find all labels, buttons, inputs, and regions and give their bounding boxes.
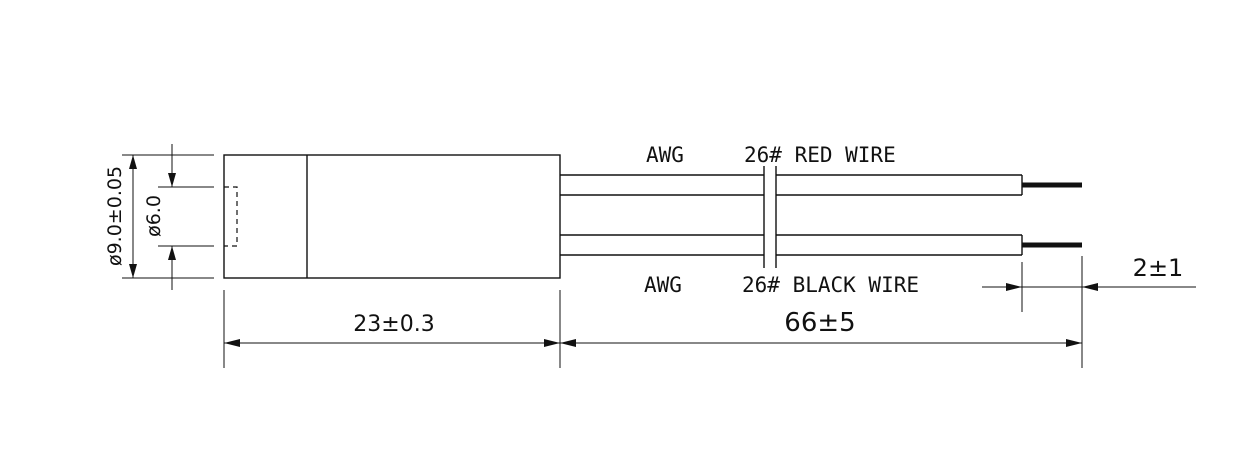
body-length-dimension: 23±0.3 bbox=[224, 312, 560, 347]
black-wire-awg-label: AWG bbox=[644, 273, 682, 297]
strip-length-dimension: 2±1 bbox=[982, 254, 1196, 291]
body-length-label: 23±0.3 bbox=[353, 312, 434, 337]
body-outline bbox=[223, 154, 561, 279]
sensor-body bbox=[223, 154, 561, 279]
outer-diameter-label: ø9.0±0.05 bbox=[104, 166, 126, 266]
red-wire bbox=[560, 174, 1082, 196]
inner-diameter-label: ø6.0 bbox=[143, 195, 165, 237]
strip-length-label: 2±1 bbox=[1133, 254, 1184, 282]
wire-length-dimension: 66±5 bbox=[560, 308, 1082, 347]
hidden-bore bbox=[224, 186, 238, 247]
red-wire-spec-label: 26# RED WIRE bbox=[744, 143, 896, 167]
outer-diameter-dimension: ø9.0±0.05 bbox=[104, 154, 214, 279]
red-wire-awg-label: AWG bbox=[646, 143, 684, 167]
black-wire bbox=[560, 234, 1082, 256]
inner-diameter-dimension: ø6.0 bbox=[143, 144, 214, 290]
black-wire-spec-label: 26# BLACK WIRE bbox=[742, 273, 919, 297]
wire-length-label: 66±5 bbox=[784, 308, 855, 338]
wire-break-marks bbox=[763, 166, 777, 268]
